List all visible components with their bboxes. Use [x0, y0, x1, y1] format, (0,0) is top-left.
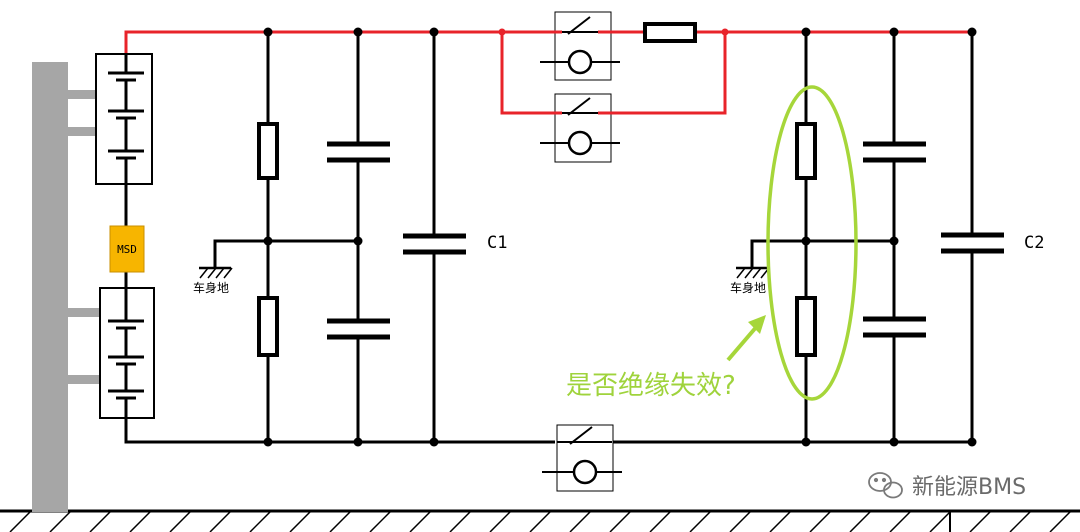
annotation-text: 是否绝缘失效? [566, 371, 736, 401]
main-negative-relay [542, 424, 622, 492]
resistor-left-bottom [257, 296, 279, 357]
positive-bus [124, 30, 972, 115]
precharge-resistor [643, 22, 697, 43]
wechat-icon [868, 472, 903, 499]
battery-pack-lower [99, 287, 155, 419]
wiring [124, 32, 974, 444]
ground-label-right: 车身地 [730, 280, 766, 295]
c2-label: C2 [1024, 233, 1044, 253]
msd-block: MSD [109, 225, 145, 273]
red-junctions [498, 28, 729, 36]
main-positive-relay [540, 11, 620, 81]
insulation-highlight-ellipse [766, 85, 858, 401]
capacitors [327, 141, 1004, 340]
msd-label: MSD [117, 243, 137, 256]
resistors [257, 22, 817, 357]
annotation-arrow [726, 315, 766, 362]
ground-label-left: 车身地 [193, 280, 229, 295]
resistor-right-top [795, 122, 817, 180]
ground-symbol-left [199, 266, 233, 279]
c1-label: C1 [487, 233, 507, 253]
resistor-right-bottom [795, 296, 817, 357]
resistor-left-top [257, 122, 279, 180]
ground-hatch [0, 509, 1080, 532]
chassis-frame [32, 62, 100, 512]
watermark-text: 新能源BMS [912, 475, 1026, 500]
ground-symbol-right [736, 266, 770, 279]
battery-pack-upper [95, 53, 153, 185]
junction-dots [263, 27, 977, 447]
precharge-relay [540, 93, 620, 163]
